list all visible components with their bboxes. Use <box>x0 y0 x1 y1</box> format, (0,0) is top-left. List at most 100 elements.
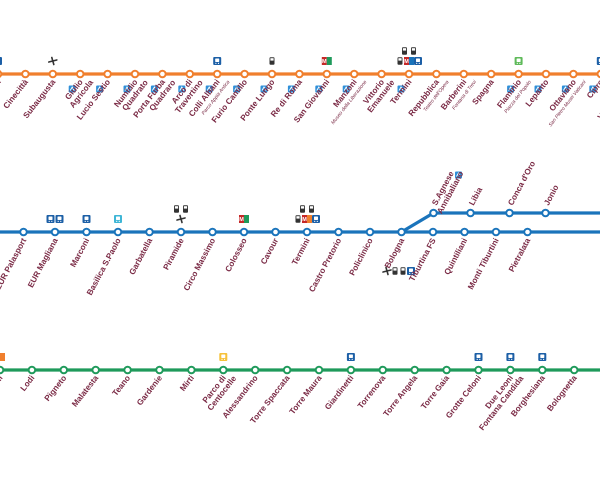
station-name: Piramide <box>162 236 186 271</box>
station-name: Circo Massimo <box>182 237 217 293</box>
station-marker-furio-camillo-line-a[interactable] <box>240 69 249 79</box>
station-name: Malatesta <box>70 373 100 408</box>
station-name: Torre Angela <box>382 373 420 418</box>
station-marker-flaminio-line-a[interactable] <box>514 69 523 79</box>
station-marker-monti-tiburtini-line-b[interactable] <box>491 227 501 237</box>
station-marker-cinecitta-line-a[interactable] <box>21 69 30 79</box>
station-marker-vittorio-emanuele-line-a[interactable] <box>377 69 386 79</box>
interchange-icon <box>455 171 462 179</box>
station-marker-grotte-celoni-line-c[interactable] <box>474 365 483 375</box>
bus-icon <box>300 205 305 213</box>
station-label-monti-tiburtini-line-b: Monti Tiburtini <box>466 237 501 291</box>
station-name: Monti Tiburtini <box>466 237 501 291</box>
station-name: Quintiliani <box>443 237 470 277</box>
station-marker-pigneto-line-c[interactable] <box>59 365 69 375</box>
train-icon <box>55 215 64 223</box>
station-name: Libia <box>467 185 484 206</box>
station-marker-arco-di-travertino-line-a[interactable] <box>185 69 195 79</box>
station-marker-torre-gaia-line-c[interactable] <box>442 365 451 375</box>
station-marker-anagnina-line-a[interactable] <box>0 70 3 78</box>
station-marker-san-giovanni-line-a[interactable] <box>322 69 332 79</box>
station-label-colosseo-line-b: Colosseo <box>224 237 249 274</box>
station-name: Termini <box>290 237 312 267</box>
station-marker-repubblica-line-a[interactable] <box>432 69 441 79</box>
station-marker-libia-line-b[interactable] <box>466 208 475 218</box>
station-marker-termini-line-a[interactable] <box>404 69 414 79</box>
station-marker-colosseo-line-b[interactable] <box>239 227 249 237</box>
svg-text:M: M <box>239 217 244 223</box>
station-marker-due-leoni-fontana-candida-line-c[interactable] <box>506 365 515 375</box>
station-marker-torrenova-line-c[interactable] <box>378 365 388 375</box>
tram-icon <box>174 205 179 213</box>
station-name: Gardenie <box>135 373 164 407</box>
station-label-bologna-line-b: Bologna <box>383 236 407 270</box>
station-marker-manzoni-line-a[interactable] <box>349 69 359 79</box>
station-marker-basilica-s-paolo-line-b[interactable] <box>113 227 123 237</box>
station-marker-piramide-line-b[interactable] <box>176 227 186 237</box>
station-marker-spagna-line-a[interactable] <box>486 69 496 79</box>
station-name: Pigneto <box>43 374 69 403</box>
station-marker-quintiliani-line-b[interactable] <box>460 227 469 237</box>
station-marker-bolognetta-line-c[interactable] <box>569 365 579 375</box>
station-marker-termini-line-b[interactable] <box>302 227 312 237</box>
station-marker-lucio-sestio-line-a[interactable] <box>103 69 112 79</box>
station-marker-torre-angela-line-c[interactable] <box>410 365 420 375</box>
station-marker-conca-d-oro-line-b[interactable] <box>505 208 514 218</box>
station-label-lodi-line-c: Lodi <box>19 374 37 393</box>
station-name: Castro Pretorio <box>307 237 343 294</box>
station-name: Basilica S.Paolo <box>85 237 123 297</box>
station-marker-porta-furba-quadraro-line-a[interactable] <box>158 69 167 79</box>
station-name: Garbatella <box>128 236 155 276</box>
station-marker-cavour-line-b[interactable] <box>271 227 280 237</box>
station-marker-bologna-line-b[interactable] <box>397 227 406 237</box>
station-marker-jonio-line-b[interactable] <box>541 208 550 218</box>
station-marker-giardinetti-line-c[interactable] <box>346 365 356 375</box>
station-marker-san-giovanni-line-c[interactable] <box>0 365 5 375</box>
station-marker-re-di-roma-line-a[interactable] <box>295 69 304 79</box>
yellow-line-icon <box>219 353 228 361</box>
station-name: Cinecittà <box>2 77 31 110</box>
station-marker-alessandrino-line-c[interactable] <box>250 365 260 375</box>
station-marker-teano-line-c[interactable] <box>123 365 132 375</box>
svg-text:M: M <box>302 217 307 223</box>
station-label-libia-line-b: Libia <box>467 185 484 206</box>
tram-icon <box>400 267 406 275</box>
station-marker-lepanto-line-a[interactable] <box>541 69 551 79</box>
station-marker-eur-palasport-line-b[interactable] <box>19 227 28 237</box>
station-marker-cipro-line-a[interactable] <box>596 69 600 79</box>
station-marker-marconi-line-b[interactable] <box>82 227 91 237</box>
station-marker-castro-pretorio-line-b[interactable] <box>334 227 343 237</box>
station-name: Anagnina <box>0 77 3 112</box>
station-marker-barberini-line-a[interactable] <box>459 69 469 79</box>
station-marker-colli-albani-line-a[interactable] <box>212 69 222 79</box>
interchange-icon <box>205 85 213 93</box>
station-name: Torrenova <box>356 373 388 410</box>
station-marker-pietralata-line-b[interactable] <box>523 227 532 237</box>
station-marker-eur-magliana-line-b[interactable] <box>50 227 60 237</box>
station-marker-ponte-lungo-line-a[interactable] <box>267 69 277 79</box>
station-name: Torre Maura <box>288 373 324 416</box>
station-label-torre-gaia-line-c: Torre Gaia <box>419 373 451 411</box>
station-marker-subaugusta-line-a[interactable] <box>48 69 58 79</box>
station-marker-torre-maura-line-c[interactable] <box>314 365 324 375</box>
station-marker-lodi-line-c[interactable] <box>27 365 37 375</box>
station-marker-mirti-line-c[interactable] <box>187 365 196 375</box>
svg-text:M: M <box>404 59 409 65</box>
interchange-icon <box>507 85 515 93</box>
station-marker-parco-di-centocelle-line-c[interactable] <box>219 365 228 375</box>
station-marker-s-agnese-annibaliano-line-b[interactable] <box>429 208 438 218</box>
interchange-icon <box>561 85 569 93</box>
station-marker-tiburtina-fs-line-b[interactable] <box>428 227 438 237</box>
station-marker-numidio-quadrato-line-a[interactable] <box>130 69 140 79</box>
station-marker-garbatella-line-b[interactable] <box>145 227 154 237</box>
station-marker-malatesta-line-c[interactable] <box>91 365 100 375</box>
station-marker-policlinico-line-b[interactable] <box>365 227 375 237</box>
station-name: VittorioEmanuele <box>359 73 397 115</box>
station-marker-gardenie-line-c[interactable] <box>155 365 164 375</box>
station-marker-ottaviano-line-a[interactable] <box>569 69 578 79</box>
station-marker-giulio-agricola-line-a[interactable] <box>75 69 85 79</box>
svg-text:M: M <box>322 59 327 65</box>
station-marker-torre-spaccata-line-c[interactable] <box>282 365 292 375</box>
station-marker-circo-massimo-line-b[interactable] <box>208 227 217 237</box>
station-marker-borghesiana-line-c[interactable] <box>538 365 547 375</box>
